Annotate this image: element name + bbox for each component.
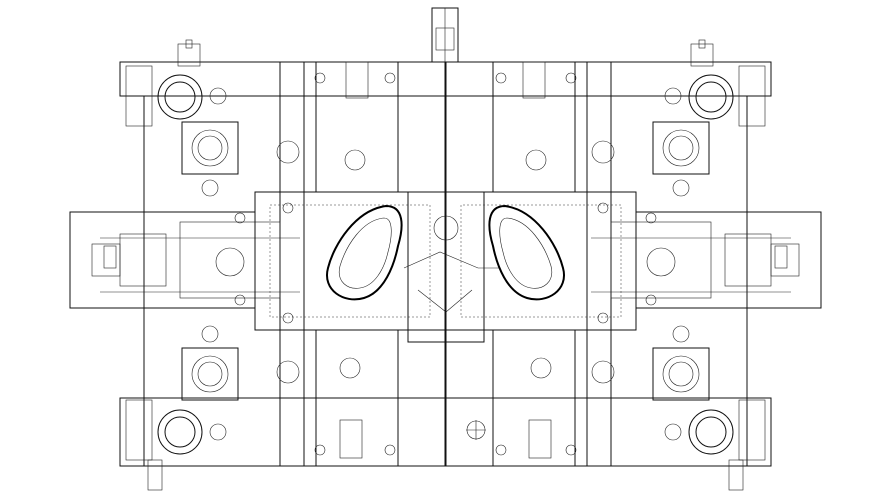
- slide-pin: [339, 357, 361, 379]
- leader-pin-bushing-inner: [164, 416, 196, 448]
- top-left-lug: [177, 43, 201, 67]
- cooling-port: [191, 129, 229, 167]
- cooling-block: [181, 347, 239, 401]
- cooling-port-inner: [197, 361, 223, 387]
- ejector-hole: [276, 360, 300, 384]
- cylinder-rod: [103, 245, 117, 269]
- cavity-insert-outline: [269, 204, 431, 318]
- part-cavity-left: [326, 204, 403, 301]
- slide-guide: [345, 61, 369, 99]
- cooling-block: [181, 121, 239, 175]
- slide-guide: [339, 419, 363, 459]
- bolt-hole: [209, 423, 227, 441]
- mold-center-section: [403, 7, 500, 440]
- mold-right-half: [444, 39, 822, 491]
- slide-block: [179, 221, 281, 299]
- cooling-port: [191, 355, 229, 393]
- vertical-rail: [279, 61, 305, 467]
- mold-left-half: [69, 39, 447, 491]
- main-plate-outline: [143, 95, 447, 467]
- top-clamp-plate: [119, 61, 447, 97]
- ejector-hole: [276, 140, 300, 164]
- leader-pin-bushing-outer: [157, 409, 203, 455]
- slide-housing-top: [315, 61, 399, 193]
- top-left-bracket: [125, 65, 153, 127]
- hydraulic-cylinder: [119, 233, 167, 287]
- slide-pin: [344, 149, 366, 171]
- runner-channel: [403, 251, 500, 269]
- slide-block-boss: [215, 247, 245, 277]
- screw-hole: [201, 179, 219, 197]
- cooling-port-inner: [197, 135, 223, 161]
- bottom-left-bracket: [125, 399, 153, 461]
- top-left-lug-bolt: [185, 39, 193, 49]
- locating-ring: [435, 27, 455, 51]
- bolt-hole: [209, 87, 227, 105]
- side-action-frame: [69, 211, 256, 309]
- bottom-clamp-plate: [119, 397, 447, 467]
- part-cavity-left-inner: [338, 217, 392, 289]
- leader-pin-bushing-inner: [164, 81, 196, 113]
- screw-hole: [201, 325, 219, 343]
- bottom-left-lug: [147, 459, 163, 491]
- cavity-plate: [254, 191, 446, 331]
- leader-pin-bushing-outer: [157, 74, 203, 120]
